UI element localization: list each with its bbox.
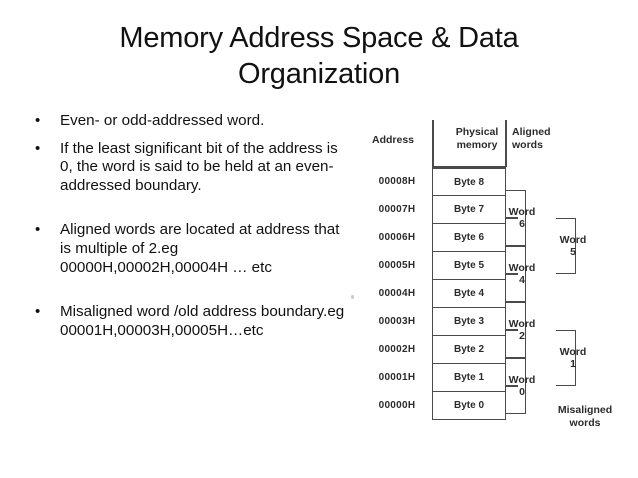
address-cell: 00000H bbox=[378, 400, 416, 411]
address-cell: 00006H bbox=[378, 232, 416, 243]
aligned-word-label: Word 4 bbox=[508, 262, 536, 286]
list-item: • Aligned words are located at address t… bbox=[28, 221, 348, 277]
aligned-word-tick bbox=[506, 329, 518, 331]
misaligned-word-bracket bbox=[556, 330, 576, 386]
header-bottom-rule bbox=[432, 166, 506, 168]
list-item-text: Even- or odd-addressed word. bbox=[60, 112, 265, 129]
address-cell: 00002H bbox=[378, 344, 416, 355]
aligned-word-bracket bbox=[506, 302, 526, 358]
list-item-text: If the least significant bit of the addr… bbox=[60, 139, 338, 194]
aligned-word-label: Word 6 bbox=[508, 206, 536, 230]
misaligned-word-label: Word 5 bbox=[559, 234, 587, 258]
aligned-word-tick bbox=[506, 385, 518, 387]
memory-cell: Byte 1 bbox=[433, 364, 505, 392]
address-cell: 00008H bbox=[378, 176, 416, 187]
memory-organization-diagram: Address Physical memory Aligned words 00… bbox=[351, 116, 638, 464]
address-cell: 00005H bbox=[378, 260, 416, 271]
memory-cell: Byte 2 bbox=[433, 336, 505, 364]
spacer bbox=[28, 131, 348, 140]
aligned-word-tick bbox=[506, 273, 518, 275]
address-cell: 00004H bbox=[378, 288, 416, 299]
list-item: • Misaligned word /old address boundary.… bbox=[28, 303, 348, 340]
bullet-list: • Even- or odd-addressed word. • If the … bbox=[28, 112, 348, 340]
misaligned-words-caption: Misaligned words bbox=[557, 404, 613, 429]
aligned-word-bracket bbox=[506, 190, 526, 246]
memory-cell: Byte 3 bbox=[433, 308, 505, 336]
scan-artifact-dot bbox=[351, 295, 354, 299]
address-cell: 00001H bbox=[378, 372, 416, 383]
list-item-text: Misaligned word /old address boundary.eg… bbox=[60, 303, 345, 339]
list-item-text: Aligned words are located at address tha… bbox=[60, 221, 340, 276]
list-item: • If the least significant bit of the ad… bbox=[28, 140, 348, 196]
header-divider-left bbox=[432, 120, 434, 167]
column-header-physical-memory: Physical memory bbox=[455, 126, 499, 151]
address-cell: 00007H bbox=[378, 204, 416, 215]
aligned-word-bracket bbox=[506, 246, 526, 302]
memory-cell: Byte 7 bbox=[433, 196, 505, 224]
page-title: Memory Address Space & Data Organization bbox=[119, 22, 519, 90]
list-item: • Even- or odd-addressed word. bbox=[28, 112, 348, 131]
memory-cell: Byte 6 bbox=[433, 224, 505, 252]
column-header-address: Address bbox=[372, 134, 415, 146]
aligned-word-label: Word 2 bbox=[508, 318, 536, 342]
column-header-aligned-words: Aligned words bbox=[512, 126, 551, 151]
bullet-marker-icon: • bbox=[35, 303, 41, 321]
misaligned-word-bracket bbox=[556, 218, 576, 274]
bullet-marker-icon: • bbox=[35, 112, 41, 129]
bullet-marker-icon: • bbox=[35, 139, 41, 157]
spacer bbox=[28, 277, 348, 303]
memory-cell: Byte 0 bbox=[433, 392, 505, 420]
misaligned-word-label: Word 1 bbox=[559, 346, 587, 370]
header-divider-right bbox=[505, 120, 507, 167]
address-cell: 00003H bbox=[378, 316, 416, 327]
memory-cell: Byte 5 bbox=[433, 252, 505, 280]
spacer bbox=[28, 195, 348, 221]
physical-memory-column: Byte 8 Byte 7 Byte 6 Byte 5 Byte 4 Byte … bbox=[432, 168, 506, 420]
memory-cell: Byte 8 bbox=[433, 168, 505, 196]
bullet-marker-icon: • bbox=[35, 221, 41, 239]
memory-cell: Byte 4 bbox=[433, 280, 505, 308]
aligned-word-label: Word 0 bbox=[508, 374, 536, 398]
aligned-word-bracket bbox=[506, 358, 526, 414]
aligned-word-tick bbox=[506, 217, 518, 219]
